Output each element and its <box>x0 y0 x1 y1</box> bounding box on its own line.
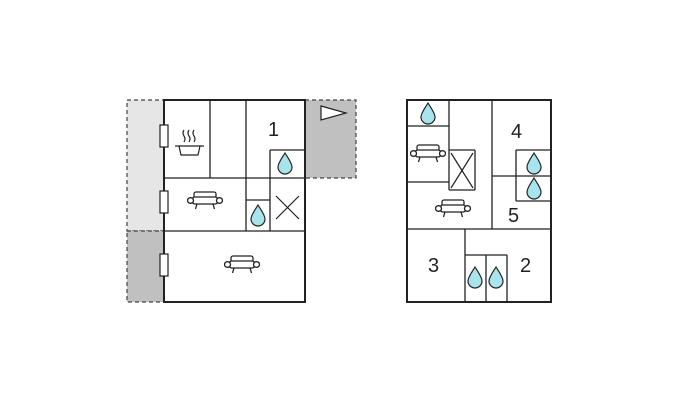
flag-icon <box>320 105 349 121</box>
ground-floor-inner-walls <box>164 100 305 232</box>
shower-icon <box>275 195 300 220</box>
cooking-pot-icon <box>175 129 204 156</box>
terrace-area-dark <box>126 230 165 303</box>
ground-floor-outline <box>163 99 306 303</box>
room-label: 5 <box>508 205 519 227</box>
shower-icon <box>450 152 474 189</box>
upper-floor-plan: 4 5 3 2 <box>406 99 552 303</box>
window-icon <box>159 190 169 214</box>
window-icon <box>159 253 169 277</box>
room-label: 4 <box>511 121 522 143</box>
upper-floor-inner-walls <box>407 100 551 302</box>
room-label: 2 <box>520 255 531 277</box>
window-icon <box>159 124 169 148</box>
ground-floor-plan: 1 <box>126 99 357 303</box>
terrace-area-light <box>126 99 165 232</box>
room-label: 1 <box>268 119 279 141</box>
room-label: 3 <box>428 255 439 277</box>
